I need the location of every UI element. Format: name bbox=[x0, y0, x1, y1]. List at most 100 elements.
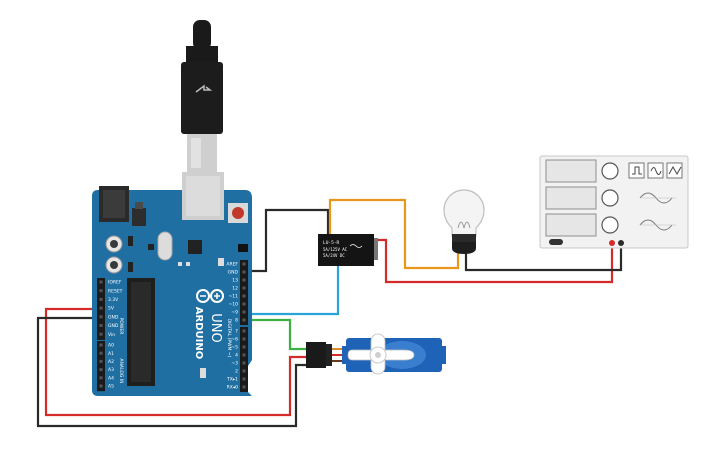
wire-gnd-relay[interactable] bbox=[248, 208, 330, 273]
relay-dc-rating: 5A/24V DC bbox=[323, 253, 345, 258]
header-pin[interactable] bbox=[99, 297, 103, 301]
header-pin[interactable] bbox=[242, 337, 246, 341]
header-pin[interactable] bbox=[242, 286, 246, 290]
square-wave-icon[interactable] bbox=[628, 162, 645, 179]
offset-knob[interactable] bbox=[601, 216, 619, 234]
pin-label: GND bbox=[108, 314, 119, 320]
header-pin[interactable] bbox=[99, 359, 103, 363]
display-offset bbox=[545, 213, 597, 237]
header-right-bottom: 7 ~6 ~5 4 ~3 2TX▸1RX◂0 bbox=[226, 327, 248, 392]
pin-label: A3 bbox=[108, 367, 114, 373]
pin-label: ~5 bbox=[231, 345, 238, 351]
header-pin[interactable] bbox=[99, 280, 103, 284]
arduino-logo bbox=[196, 289, 224, 303]
pin-label: ~10 bbox=[229, 302, 239, 308]
header-pin[interactable] bbox=[242, 310, 246, 314]
relay-ac-rating: 5A/125V AC bbox=[323, 247, 348, 252]
header-pin[interactable] bbox=[99, 368, 103, 372]
pin-label: 8 bbox=[235, 318, 238, 324]
header-right-top: AREF GND 13 12 ~11 ~10 ~9 8 bbox=[226, 260, 248, 325]
pin-label: A4 bbox=[108, 375, 114, 381]
pin-label: A0 bbox=[108, 343, 114, 349]
header-pin[interactable] bbox=[242, 345, 246, 349]
header-pin[interactable] bbox=[99, 315, 103, 319]
header-pin[interactable] bbox=[99, 289, 103, 293]
light-bulb[interactable] bbox=[443, 189, 485, 254]
pin-label: ~11 bbox=[229, 294, 239, 300]
pin-label: GND bbox=[108, 323, 119, 329]
pin-label: 3.3V bbox=[108, 297, 119, 303]
header-strip bbox=[240, 327, 248, 392]
usb-cable bbox=[181, 20, 223, 172]
digital-label: DIGITAL (PWM ~) bbox=[226, 319, 232, 358]
pin-label: ~9 bbox=[231, 310, 238, 316]
wire-bulb-generator[interactable] bbox=[464, 244, 623, 272]
header-pin[interactable] bbox=[99, 351, 103, 355]
header-pin[interactable] bbox=[99, 343, 103, 347]
output-positive-terminal[interactable] bbox=[609, 240, 615, 246]
pin-label: 13 bbox=[232, 278, 238, 284]
pin-label: RESET bbox=[108, 288, 123, 294]
pin-label: ~3 bbox=[231, 361, 238, 367]
header-pin[interactable] bbox=[242, 329, 246, 333]
function-generator[interactable] bbox=[539, 155, 689, 249]
pin-label: IOREF bbox=[108, 280, 122, 286]
header-pin[interactable] bbox=[99, 332, 103, 336]
header-pin[interactable] bbox=[99, 324, 103, 327]
frequency-knob[interactable] bbox=[601, 162, 619, 180]
header-pin[interactable] bbox=[242, 353, 246, 357]
wire-5v-servo[interactable] bbox=[44, 307, 308, 417]
header-pin[interactable] bbox=[99, 306, 103, 310]
header-strip bbox=[97, 341, 105, 392]
header-pin[interactable] bbox=[242, 262, 246, 266]
header-pin[interactable] bbox=[242, 361, 246, 365]
pin-label: A1 bbox=[108, 351, 114, 357]
pin-label: 2 bbox=[235, 369, 238, 375]
header-pin[interactable] bbox=[242, 270, 246, 274]
wire-gnd-servo[interactable] bbox=[36, 316, 308, 428]
servo-motor[interactable] bbox=[306, 333, 446, 375]
header-left-power: IOREF RESET 3.3V 5V GND GND Vin bbox=[97, 278, 123, 340]
amplitude-knob[interactable] bbox=[601, 189, 619, 207]
header-pin[interactable] bbox=[242, 294, 246, 298]
pin-label: 7 bbox=[235, 329, 238, 335]
output-negative-terminal[interactable] bbox=[618, 240, 624, 246]
pin-label: A5 bbox=[108, 384, 114, 390]
header-pin[interactable] bbox=[242, 278, 246, 282]
pin-label: GND bbox=[228, 270, 239, 276]
power-switch[interactable] bbox=[549, 239, 563, 245]
display-frequency bbox=[545, 159, 597, 183]
pin-label: 12 bbox=[232, 286, 238, 292]
header-strip bbox=[240, 260, 248, 325]
header-pin[interactable] bbox=[99, 384, 103, 388]
header-pin[interactable] bbox=[99, 376, 103, 380]
header-pin[interactable] bbox=[242, 377, 246, 381]
pin-label: A2 bbox=[108, 359, 114, 365]
pin-label: TX▸1 bbox=[226, 377, 238, 383]
relay-model: LU-5-R bbox=[323, 240, 340, 246]
pin-label: RX◂0 bbox=[227, 385, 238, 391]
arduino-uno-board[interactable]: ARDUINO UNO IOREF RESET 3.3V 5V GND GND Vin A0… bbox=[92, 172, 252, 396]
pin-label: Vin bbox=[108, 332, 115, 338]
display-amplitude bbox=[545, 186, 597, 210]
header-pin[interactable] bbox=[242, 318, 246, 322]
pin-label: ~6 bbox=[231, 337, 238, 343]
header-pin[interactable] bbox=[242, 302, 246, 306]
wire-pin8-servo[interactable] bbox=[248, 318, 308, 351]
reset-button[interactable] bbox=[232, 207, 244, 219]
pin-label: AREF bbox=[226, 262, 238, 268]
wires bbox=[36, 198, 623, 428]
brand-label: ARDUINO bbox=[193, 307, 204, 359]
wire-relay-bulb[interactable] bbox=[328, 198, 460, 270]
wire-pin9-relay[interactable] bbox=[248, 264, 340, 316]
model-label: UNO bbox=[208, 313, 223, 342]
pin-label: 4 bbox=[235, 353, 238, 359]
power-label: POWER bbox=[118, 318, 124, 335]
header-pin[interactable] bbox=[242, 385, 246, 389]
analog-label: ANALOG IN bbox=[118, 358, 124, 383]
header-pin[interactable] bbox=[242, 369, 246, 373]
pin-label: 5V bbox=[108, 306, 115, 312]
relay[interactable]: LU-5-R 5A/125V AC 5A/24V DC bbox=[318, 234, 378, 266]
